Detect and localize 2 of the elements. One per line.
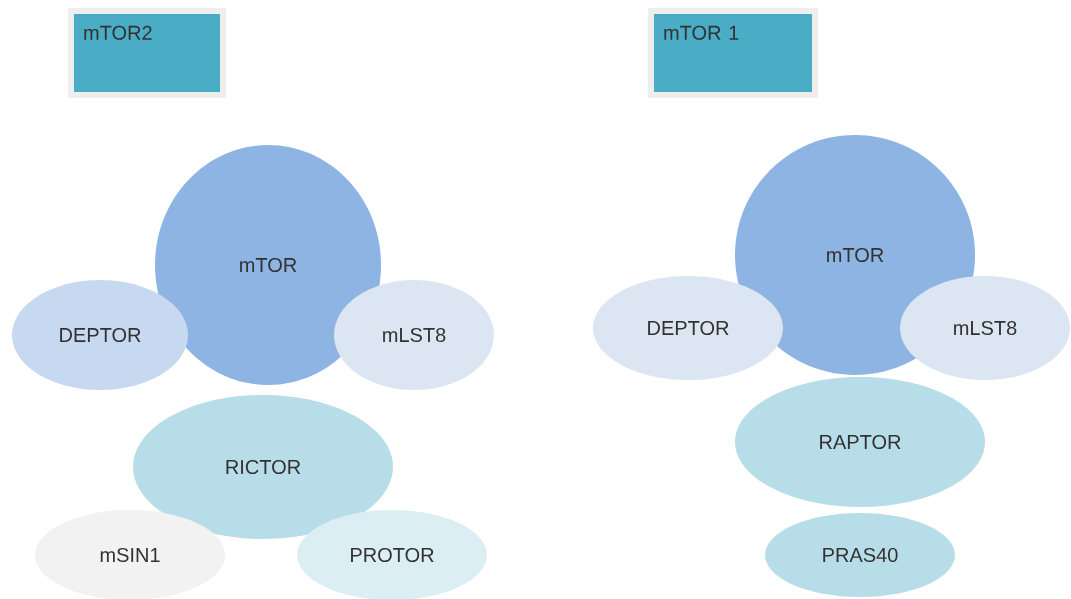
title-box: mTOR2 [68, 8, 226, 98]
title-box: mTOR 1 [648, 8, 818, 98]
